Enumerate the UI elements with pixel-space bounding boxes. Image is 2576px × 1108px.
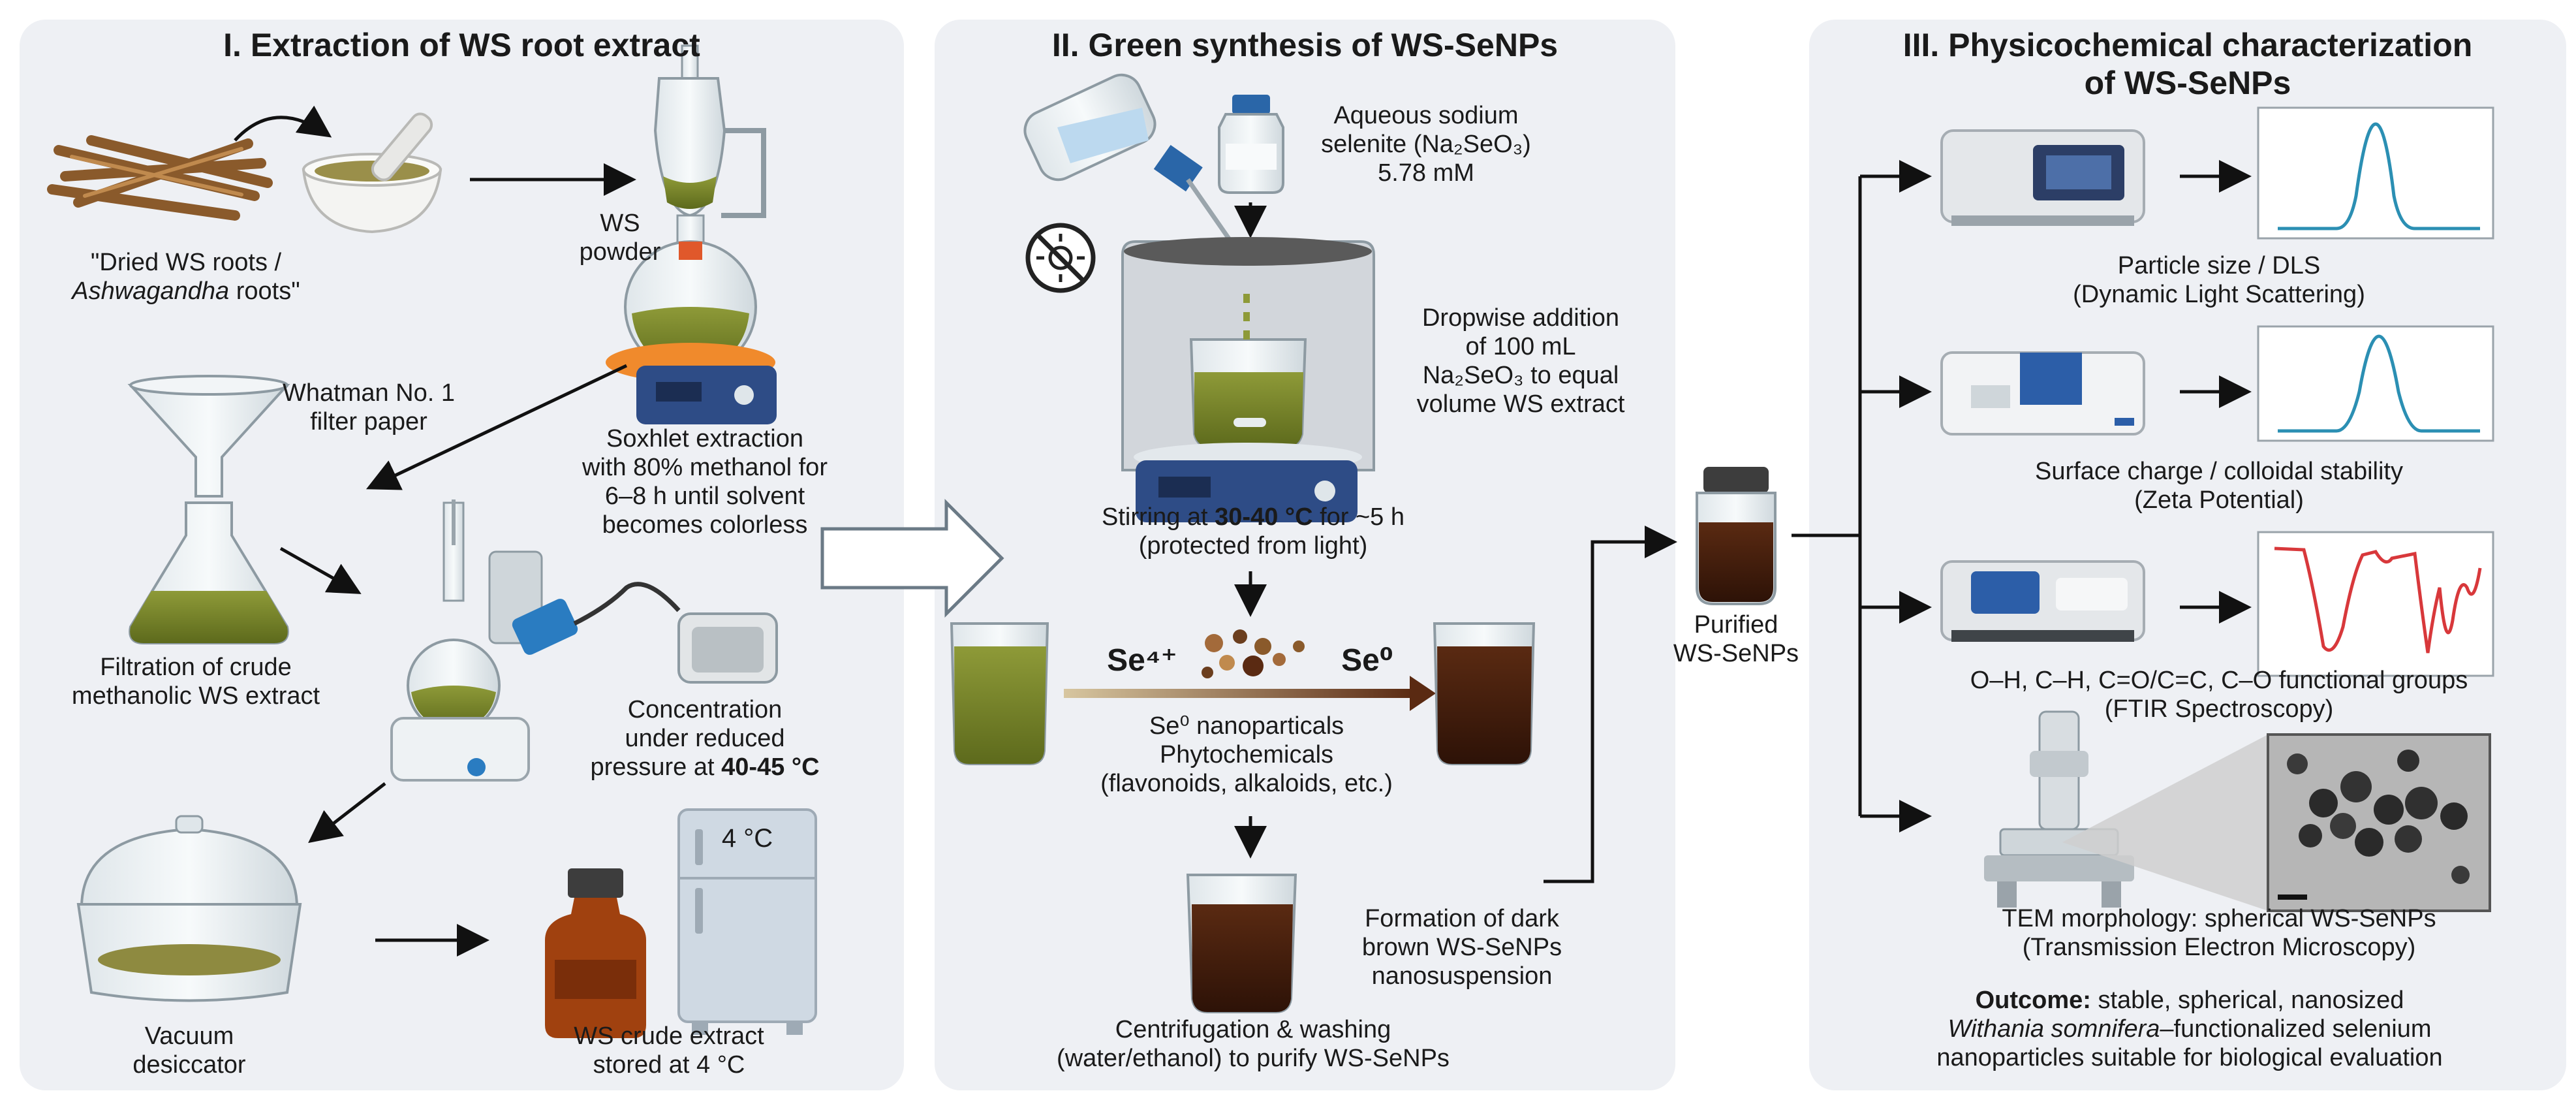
mortar-pestle-icon <box>302 112 442 234</box>
amber-bottle-icon <box>545 868 646 1038</box>
dried-roots-label: "Dried WS roots / Ashwagandha roots" <box>72 249 300 305</box>
transfer-arrow-icon <box>820 498 1004 618</box>
panel-extraction-title: I. Extraction of WS root extract <box>223 27 700 63</box>
centrifugation-washing-label: Centrifugation & washing (water/ethanol)… <box>1057 1016 1450 1072</box>
tem-microscope-icon <box>1984 710 2134 908</box>
se4-ion-label: Se⁴⁺ <box>1107 643 1177 678</box>
rotary-evaporator-icon <box>390 499 778 782</box>
purified-ws-senps-label: Purified WS-SeNPs <box>1673 611 1799 667</box>
panel-green-synthesis-title: II. Green synthesis of WS-SeNPs <box>1051 27 1559 63</box>
fridge-temperature-label: 4 °C <box>721 824 773 853</box>
filtration-flask-icon <box>127 375 290 644</box>
dls-instrument-icon <box>1940 129 2145 226</box>
whatman-filter-label: Whatman No. 1 filter paper <box>283 379 455 435</box>
sodium-selenite-bottle-icon <box>1218 95 1284 194</box>
ftir-label: O–H, C–H, C=O/C=C, C–O functional groups… <box>1970 667 2468 723</box>
purified-vial-icon <box>1696 467 1777 605</box>
ftir-instrument-icon <box>1940 560 2145 642</box>
stirring-setup-icon <box>1121 237 1375 522</box>
nanoparticle-cluster-icon <box>1202 629 1305 678</box>
tem-image-icon <box>2267 733 2491 912</box>
reaction-arrow-icon <box>1064 676 1436 711</box>
ftir-plot-icon <box>2257 531 2494 677</box>
dried-roots-icon <box>47 135 273 221</box>
green-extract-beaker-icon <box>950 622 1049 765</box>
vacuum-desiccator-icon <box>76 815 302 1002</box>
sodium-selenite-label: Aqueous sodium selenite (Na₂SeO₃) 5.78 m… <box>1321 102 1531 187</box>
dls-label: Particle size / DLS (Dynamic Light Scatt… <box>2073 252 2365 308</box>
panel-characterization-title: III. Physicochemical characterization of… <box>1902 27 2473 101</box>
concentration-label: Concentration under reduced pressure at … <box>590 696 820 781</box>
panel-green-synthesis <box>935 20 1675 1090</box>
outcome-statement: Outcome: stable, spherical, nanosized Wi… <box>1936 987 2443 1071</box>
refrigerator-icon <box>677 808 817 1035</box>
formation-nanosuspension-label: Formation of dark brown WS-SeNPs nanosus… <box>1361 905 1562 990</box>
se0-label: Se⁰ <box>1341 643 1393 678</box>
soxhlet-apparatus-icon <box>606 44 777 424</box>
zeta-plot-icon <box>2257 325 2494 442</box>
dropwise-addition-label: Dropwise addition of 100 mL Na₂SeO₃ to e… <box>1416 304 1625 418</box>
soxhlet-extraction-label: Soxhlet extraction with 80% methanol for… <box>582 425 828 539</box>
nanoparticle-phytochemicals-label: Se⁰ nanoparticals Phytochemicals (flavon… <box>1100 712 1393 797</box>
dls-plot-icon <box>2257 106 2494 240</box>
tem-label: TEM morphology: spherical WS-SeNPs (Tran… <box>2002 905 2436 961</box>
vacuum-desiccator-label: Vacuum desiccator <box>132 1022 246 1079</box>
no-light-icon <box>1025 223 1096 293</box>
filtration-label: Filtration of crude methanolic WS extrac… <box>71 654 320 710</box>
stirring-conditions-label: Stirring at 30-40 °C for ~5 h (protected… <box>1101 503 1405 560</box>
ws-powder-label: WS powder <box>579 210 661 266</box>
zeta-instrument-icon <box>1940 351 2145 435</box>
zeta-potential-label: Surface charge / colloidal stability (Ze… <box>2035 458 2403 514</box>
purification-beaker-icon <box>1186 874 1297 1013</box>
crude-extract-stored-label: WS crude extract stored at 4 °C <box>574 1022 764 1079</box>
brown-nanosuspension-beaker-icon <box>1433 622 1536 765</box>
